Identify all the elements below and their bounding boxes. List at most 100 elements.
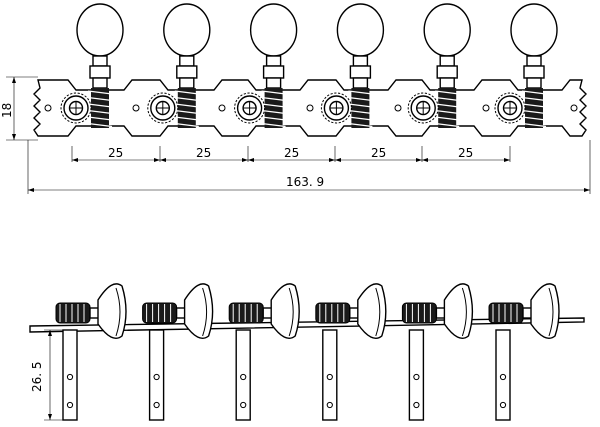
side-button-edge — [375, 287, 381, 337]
side-button-edge — [288, 287, 294, 337]
worm-thread — [521, 103, 547, 108]
side-button-edge — [548, 287, 554, 337]
gear-teeth — [60, 92, 92, 124]
tuner-side-3 — [228, 283, 300, 421]
mounting-hole — [132, 104, 140, 112]
tuner-shaft — [352, 77, 369, 89]
dimension-overall-length: 163. 9 — [27, 140, 591, 194]
tuner-shaft-neck — [92, 55, 108, 67]
tuner-button — [249, 3, 298, 57]
mounting-hole — [218, 104, 226, 112]
worm-thread — [435, 109, 460, 115]
side-button-edge — [115, 287, 121, 337]
worm-thread — [261, 122, 286, 128]
spacing-label-5: 25 — [458, 146, 473, 160]
post-hole — [66, 373, 74, 381]
worm-thread — [87, 96, 113, 102]
mounting-hole — [394, 104, 402, 112]
worm-thread — [435, 103, 460, 108]
worm-thread — [435, 90, 460, 95]
tuner-shaft-neck — [179, 55, 195, 67]
tuner-side-5 — [401, 283, 474, 421]
tuner-shaft-collar — [436, 65, 458, 79]
worm-thread — [87, 90, 113, 95]
tuner-top-4 — [320, 3, 385, 128]
worm-gear — [351, 88, 370, 128]
worm-thread — [174, 90, 199, 95]
worm-thread — [174, 96, 199, 102]
worm-thread — [261, 116, 286, 121]
worm-housing — [55, 302, 91, 324]
dimension-spacing: 25 25 25 25 25 — [71, 146, 511, 162]
worm-thread — [348, 122, 373, 128]
dimension-plate-height: 18 — [0, 76, 38, 141]
tuner-side-6 — [488, 283, 560, 421]
spacing-label-3: 25 — [284, 146, 299, 160]
worm-thread — [87, 103, 113, 108]
post-hole — [240, 373, 247, 381]
post-hole — [326, 401, 333, 409]
post-hole — [66, 401, 74, 409]
worm-gear — [177, 88, 196, 128]
mounting-hole — [44, 104, 52, 112]
tuner-shaft-collar — [523, 65, 545, 79]
tuner-side-1 — [55, 283, 127, 421]
post-hole — [153, 373, 160, 381]
mounting-hole — [482, 104, 490, 112]
tuner-shaft — [526, 77, 542, 89]
string-post — [148, 329, 165, 421]
overall-length-label: 163. 9 — [286, 175, 324, 189]
spacing-label-1: 25 — [108, 146, 123, 160]
post-hole — [240, 401, 247, 409]
tuner-shaft-neck — [526, 55, 542, 67]
tuner-shaft-collar — [176, 65, 198, 79]
worm-thread — [174, 122, 199, 128]
worm-thread — [435, 116, 460, 121]
gear-teeth — [494, 92, 526, 124]
gear-teeth — [320, 92, 352, 124]
worm-thread — [174, 116, 199, 121]
tuner-shaft-neck — [352, 55, 369, 67]
worm-thread — [435, 96, 460, 102]
tuner-shaft-neck — [265, 55, 282, 67]
tuner-button — [336, 3, 385, 57]
dimension-post-height: 26. 5 — [30, 329, 68, 421]
tuner-button — [163, 3, 211, 57]
worm-thread — [261, 103, 286, 108]
worm-thread — [348, 103, 373, 108]
side-button — [357, 283, 387, 339]
tuner-shaft — [265, 77, 282, 89]
worm-thread — [261, 109, 286, 115]
worm-thread — [174, 103, 199, 108]
side-view: 26. 5 — [29, 283, 585, 421]
worm-thread — [521, 109, 547, 115]
gear-teeth — [147, 92, 179, 124]
worm-thread — [521, 96, 547, 102]
post-height-label: 26. 5 — [30, 361, 44, 392]
tuner-side-4 — [315, 283, 387, 421]
spacing-label-2: 25 — [196, 146, 211, 160]
side-button — [530, 283, 560, 339]
tuner-shaft-collar — [89, 65, 111, 79]
tuner-button — [423, 3, 471, 57]
post-hole — [153, 401, 160, 409]
top-view: 18 25 25 25 25 25 — [0, 3, 591, 194]
worm-thread — [87, 109, 113, 115]
tuner-side-2 — [142, 283, 214, 421]
post-hole — [499, 401, 507, 409]
worm-thread — [87, 116, 113, 121]
post-hole — [326, 373, 333, 381]
tuner-shaft — [439, 77, 455, 89]
worm-thread — [521, 116, 547, 121]
worm-gear — [91, 88, 109, 128]
worm-thread — [174, 109, 199, 115]
side-button — [270, 283, 300, 339]
post-hole — [499, 373, 507, 381]
worm-thread — [435, 122, 460, 128]
string-post — [322, 329, 338, 421]
worm-thread — [521, 122, 547, 128]
worm-gear — [264, 88, 283, 128]
gear-teeth — [407, 92, 439, 124]
worm-thread — [261, 90, 286, 95]
